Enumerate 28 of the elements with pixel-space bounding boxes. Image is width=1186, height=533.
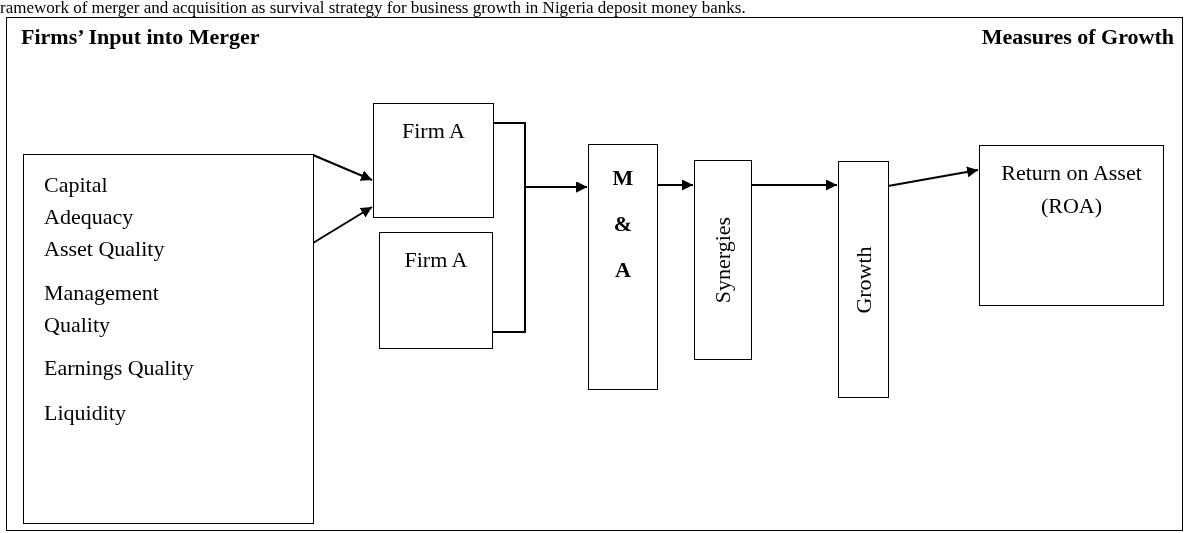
input-item: Earnings Quality bbox=[44, 354, 195, 382]
node-label: Return on Asset (ROA) bbox=[1000, 159, 1143, 220]
node-label: Growth bbox=[849, 245, 877, 314]
arrow bbox=[656, 179, 694, 191]
input-item: Capital Adequacy bbox=[44, 171, 135, 231]
input-box bbox=[23, 154, 314, 524]
input-item: Management Quality bbox=[44, 279, 160, 339]
arrow bbox=[491, 181, 588, 333]
node-label: M & A bbox=[611, 164, 635, 285]
arrow bbox=[312, 154, 373, 181]
title: ramework of merger and acquisition as survival strategy for business growth in Nigeria deposit money banks. bbox=[0, 0, 746, 18]
arrow bbox=[750, 179, 838, 191]
input-item: Liquidity bbox=[44, 399, 127, 427]
synergies-box bbox=[694, 160, 752, 360]
growth-box bbox=[838, 161, 889, 398]
framework-panel bbox=[6, 17, 1183, 531]
arrow bbox=[887, 166, 979, 187]
node-label: Firm A bbox=[403, 246, 469, 274]
merger-box bbox=[588, 144, 658, 390]
node-label: Firm A bbox=[401, 117, 466, 145]
section-heading: Measures of Growth bbox=[981, 23, 1174, 51]
measure-box bbox=[979, 145, 1164, 306]
arrow bbox=[312, 206, 373, 244]
input-item: Asset Quality bbox=[44, 235, 166, 263]
firm-box bbox=[379, 232, 493, 349]
firm-box bbox=[373, 103, 494, 218]
node-label: Synergies bbox=[709, 216, 737, 304]
section-heading: Firms’ Input into Merger bbox=[21, 23, 260, 51]
